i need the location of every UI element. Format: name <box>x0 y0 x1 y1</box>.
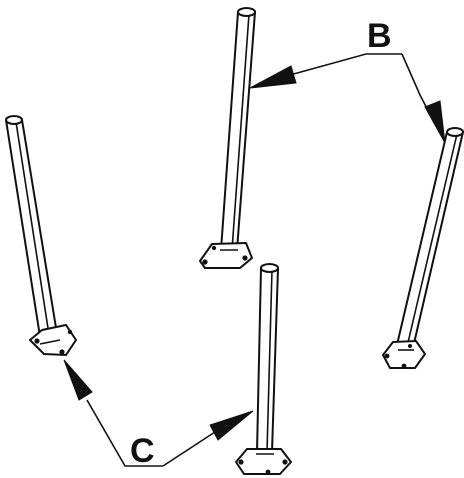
post-left <box>5 115 77 356</box>
post-top-center <box>199 7 256 269</box>
callout-b-arrowhead-right <box>424 100 446 144</box>
callout-b-label: B <box>367 17 392 55</box>
callout-c-arrowhead-left <box>63 359 93 401</box>
callout-b: B <box>249 17 446 144</box>
callout-c-leader-right <box>162 431 216 467</box>
callout-b-arrowhead-left <box>249 65 297 89</box>
callout-b-leader-left <box>289 53 402 76</box>
post-bottom-center <box>235 263 292 475</box>
post-right <box>382 127 464 369</box>
callout-c: C <box>63 359 254 470</box>
callout-c-arrowhead-right <box>209 410 254 441</box>
callout-c-leader-left <box>86 399 163 467</box>
callout-c-label: C <box>130 432 155 470</box>
